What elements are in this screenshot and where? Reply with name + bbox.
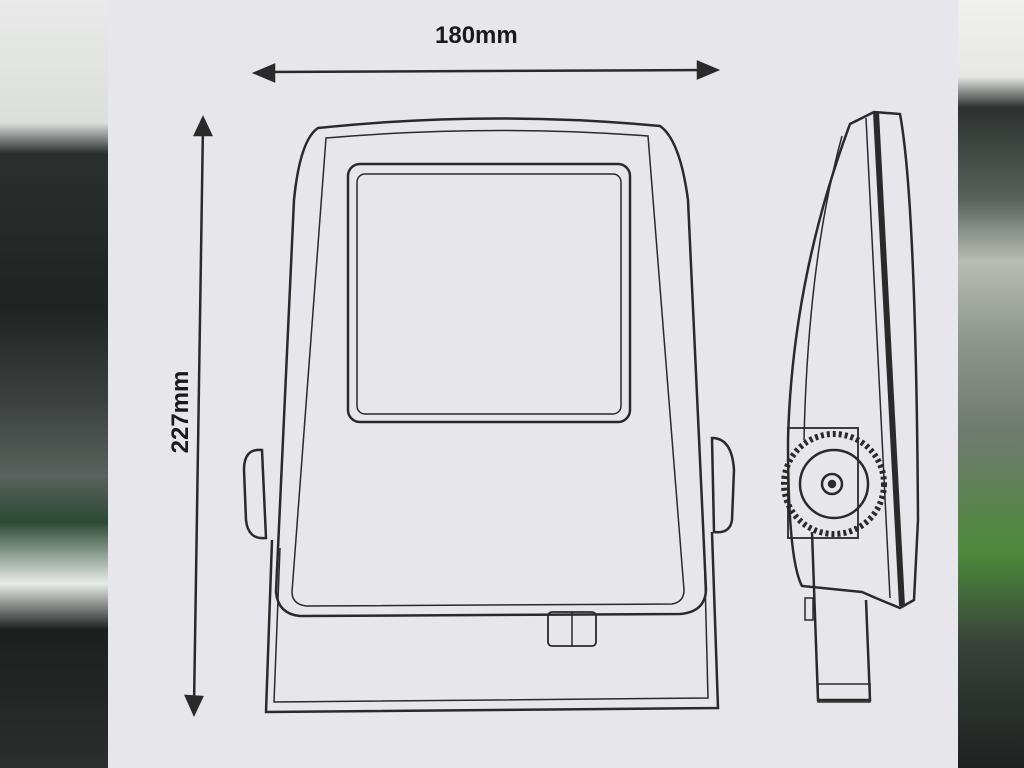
height-label: 227mm	[167, 370, 194, 454]
width-label: 180mm	[435, 22, 518, 49]
background-desk-left	[0, 0, 108, 768]
background-desk-right	[958, 0, 1024, 768]
front-view	[242, 117, 736, 714]
width-dimension-arrow	[251, 60, 721, 83]
side-view	[781, 110, 920, 703]
height-dimension-arrow	[184, 115, 213, 718]
